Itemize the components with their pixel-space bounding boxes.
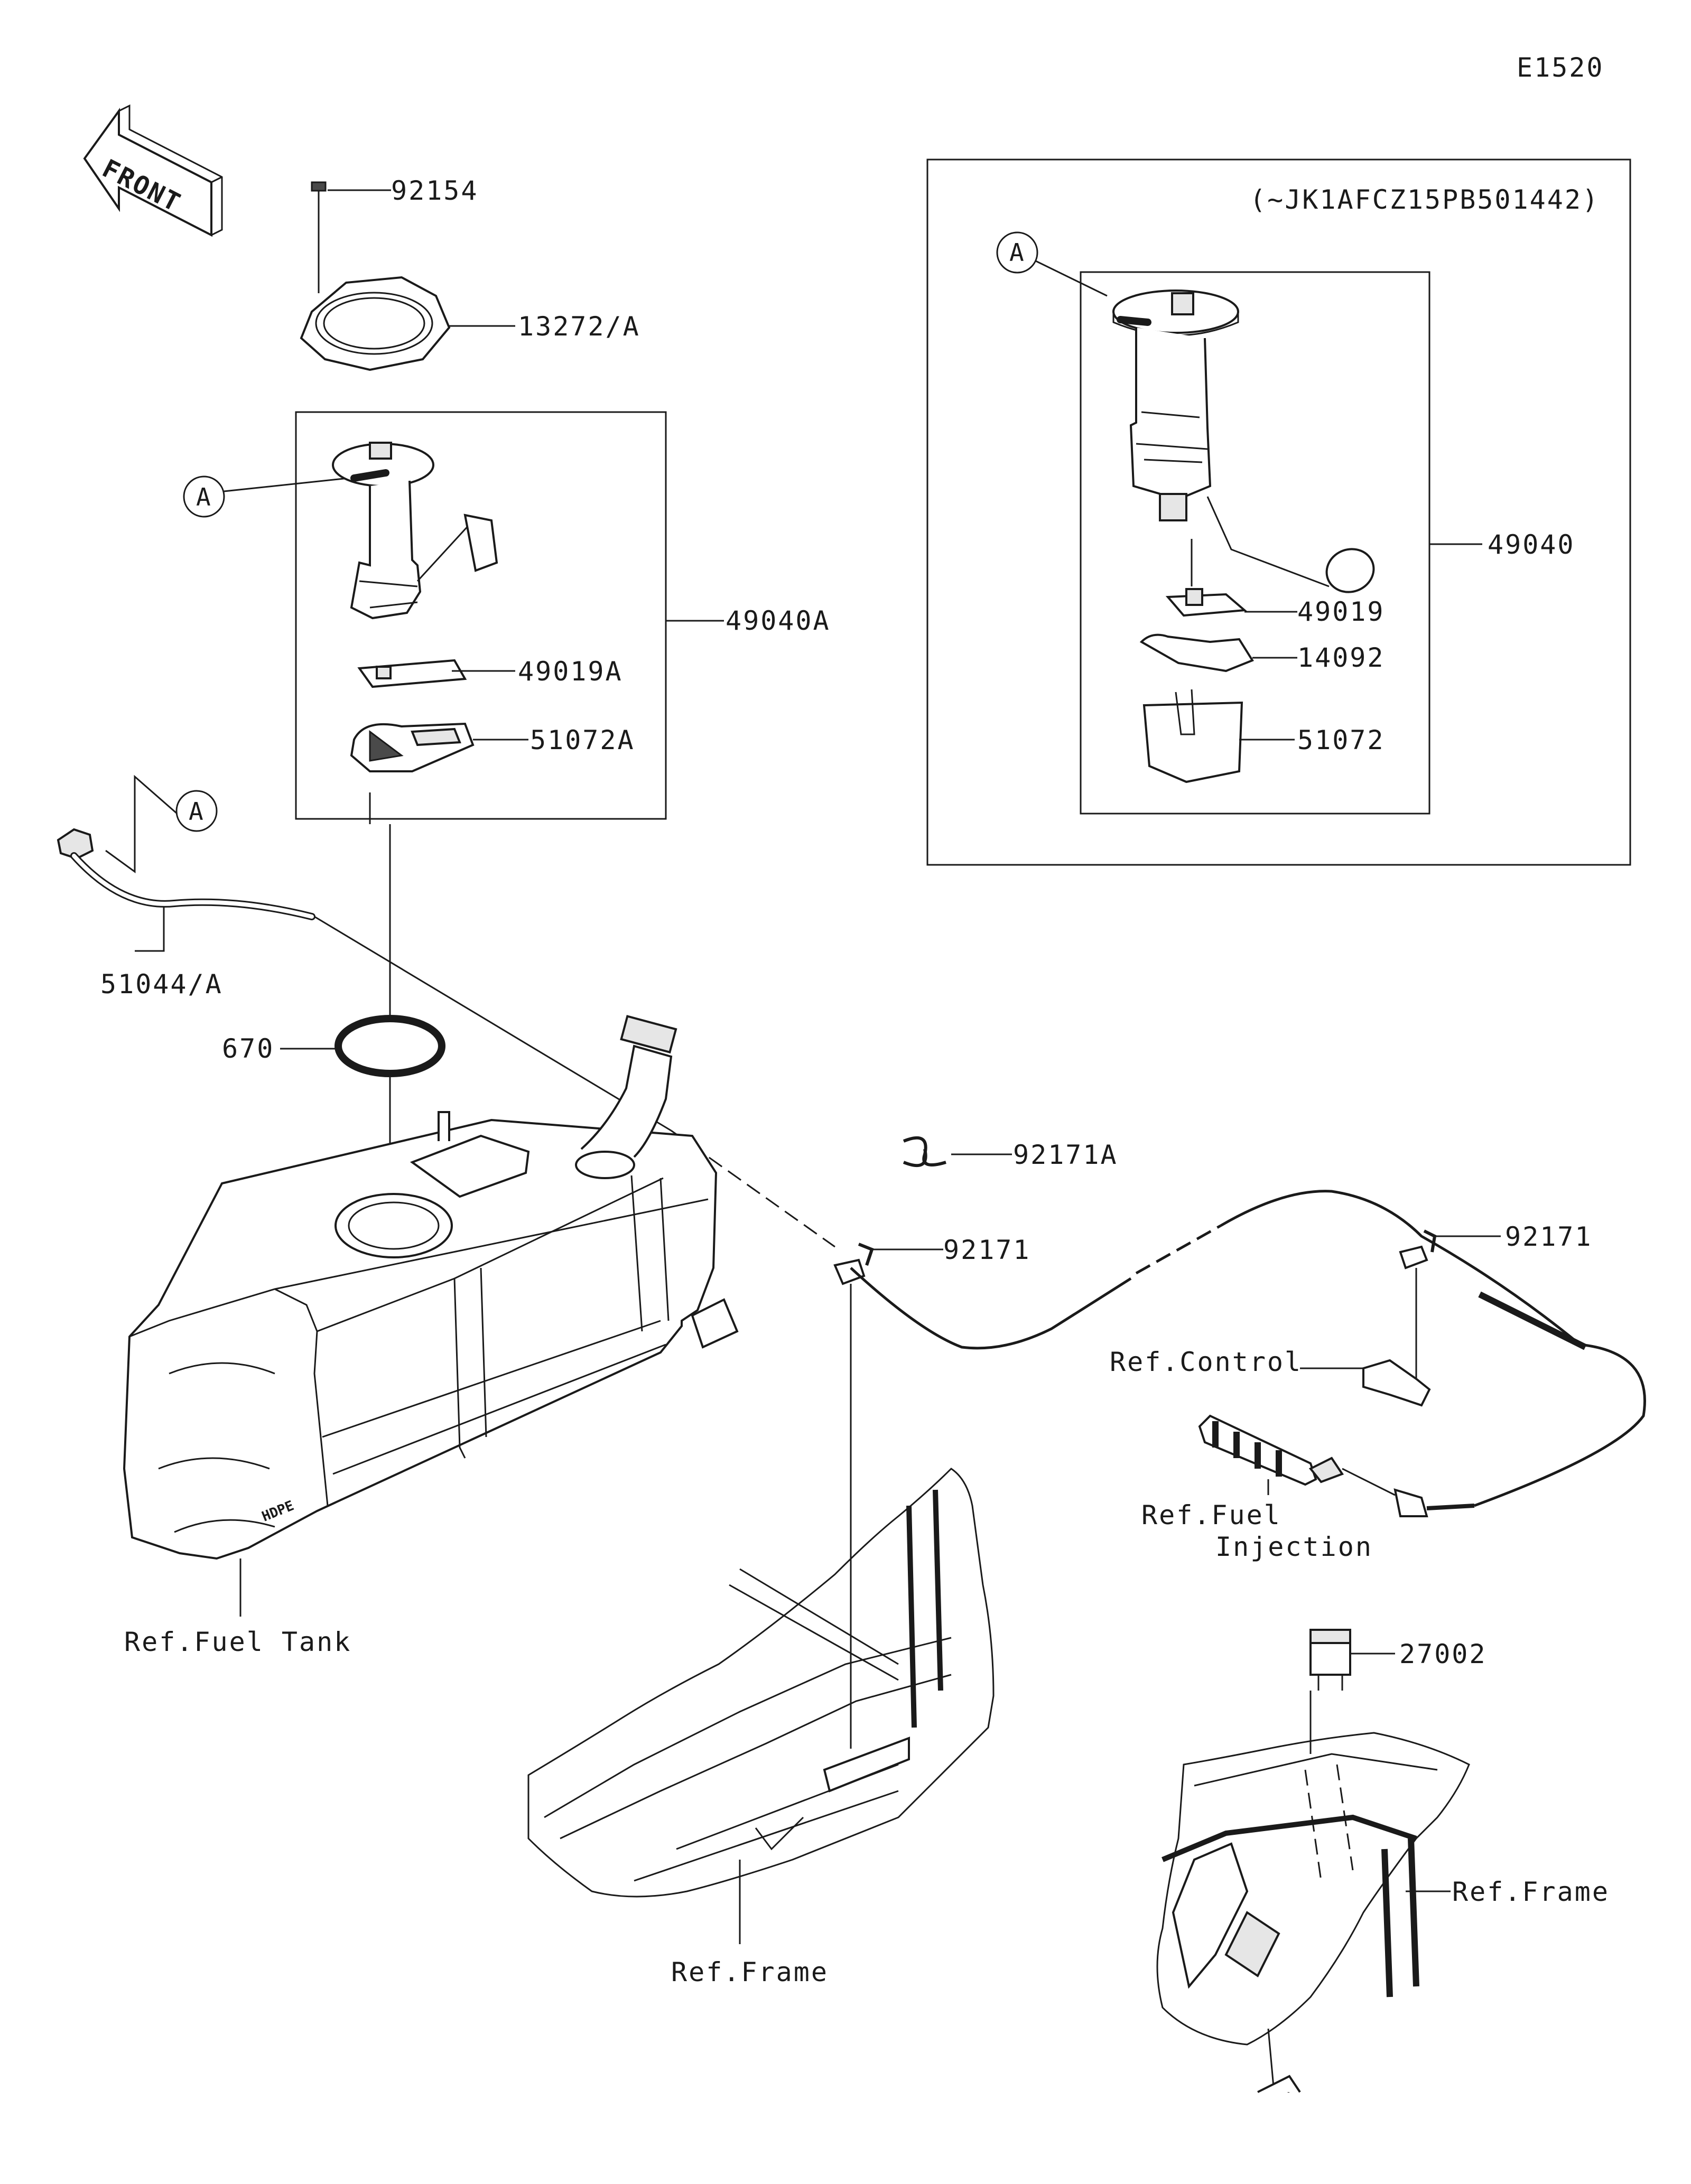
ref-frame-center: Ref.Frame	[671, 1957, 829, 1987]
assembly-box-49040a	[295, 411, 667, 820]
inset-filter-49019	[1165, 593, 1247, 617]
clip-92171-left: 92171	[833, 1235, 1031, 1749]
label-49040a: 49040A	[726, 605, 831, 636]
label-13272a: 13272/A	[518, 311, 640, 342]
clip-92171a: 92171A	[903, 1136, 1118, 1170]
fuel-tank: HDPE Ref.Fuel Tank	[123, 1015, 739, 1657]
inset-label-49019: 49019	[1297, 596, 1385, 627]
label-51044a: 51044/A	[100, 969, 223, 1000]
inset-pump-body	[1129, 328, 1212, 501]
ref-control: Ref.Control	[1110, 1347, 1302, 1377]
ref-frame-right: Ref.Frame	[1452, 1877, 1610, 1907]
inset-label-49040: 49040	[1488, 529, 1575, 560]
main-callout-a: A	[196, 483, 211, 511]
label-670: 670	[222, 1033, 274, 1064]
inset-callout-a: A	[1009, 238, 1024, 267]
inset-vin-note: (~JK1AFCZ15PB501442)	[1250, 184, 1600, 215]
label-92171-right: 92171	[1505, 1221, 1593, 1252]
bracket-51072a: 51072A	[350, 722, 635, 772]
fuel-rail: Ref.Fuel Injection	[1141, 1414, 1475, 1562]
relay-27002: 27002	[1309, 1629, 1487, 1754]
bolt-92154: 92154	[311, 175, 479, 293]
inset-box: (~JK1AFCZ15PB501442) A 49040 49019 14092	[926, 158, 1631, 866]
diagram-code: E1520	[1517, 52, 1604, 83]
ref-fuel-injection-line2: Injection	[1215, 1532, 1373, 1562]
label-92171-left: 92171	[943, 1235, 1031, 1265]
o-ring-670: 670	[222, 1015, 445, 1189]
label-51072a: 51072A	[530, 725, 635, 755]
inset-plate-14092	[1139, 633, 1254, 673]
front-arrow-icon: FRONT	[83, 104, 223, 237]
control-bracket: Ref.Control	[1110, 1347, 1431, 1407]
label-92171a: 92171A	[1013, 1140, 1118, 1170]
frame-center: Ref.Frame	[527, 1468, 995, 1987]
inset-label-51072: 51072	[1297, 725, 1385, 755]
filter-49019a: 49019A	[357, 656, 623, 688]
harness-51044a: A 51044/A	[57, 774, 835, 1248]
label-27002: 27002	[1399, 1639, 1487, 1669]
clip-92171-right: 92171	[1399, 1221, 1593, 1379]
gasket-plate-13272: 13272/A	[300, 276, 640, 371]
harness-callout-a: A	[189, 797, 203, 826]
fuel-pump-49040a	[332, 442, 498, 620]
ref-fuel-tank: Ref.Fuel Tank	[124, 1627, 351, 1657]
frame-right: Ref.Frame	[1156, 1732, 1610, 2093]
label-49019a: 49019A	[518, 656, 623, 687]
label-92154: 92154	[391, 175, 479, 206]
inset-cup-51072	[1142, 701, 1243, 783]
inset-label-14092: 14092	[1297, 642, 1385, 673]
inset-float	[1325, 548, 1375, 593]
ref-fuel-injection-line1: Ref.Fuel	[1141, 1500, 1281, 1530]
